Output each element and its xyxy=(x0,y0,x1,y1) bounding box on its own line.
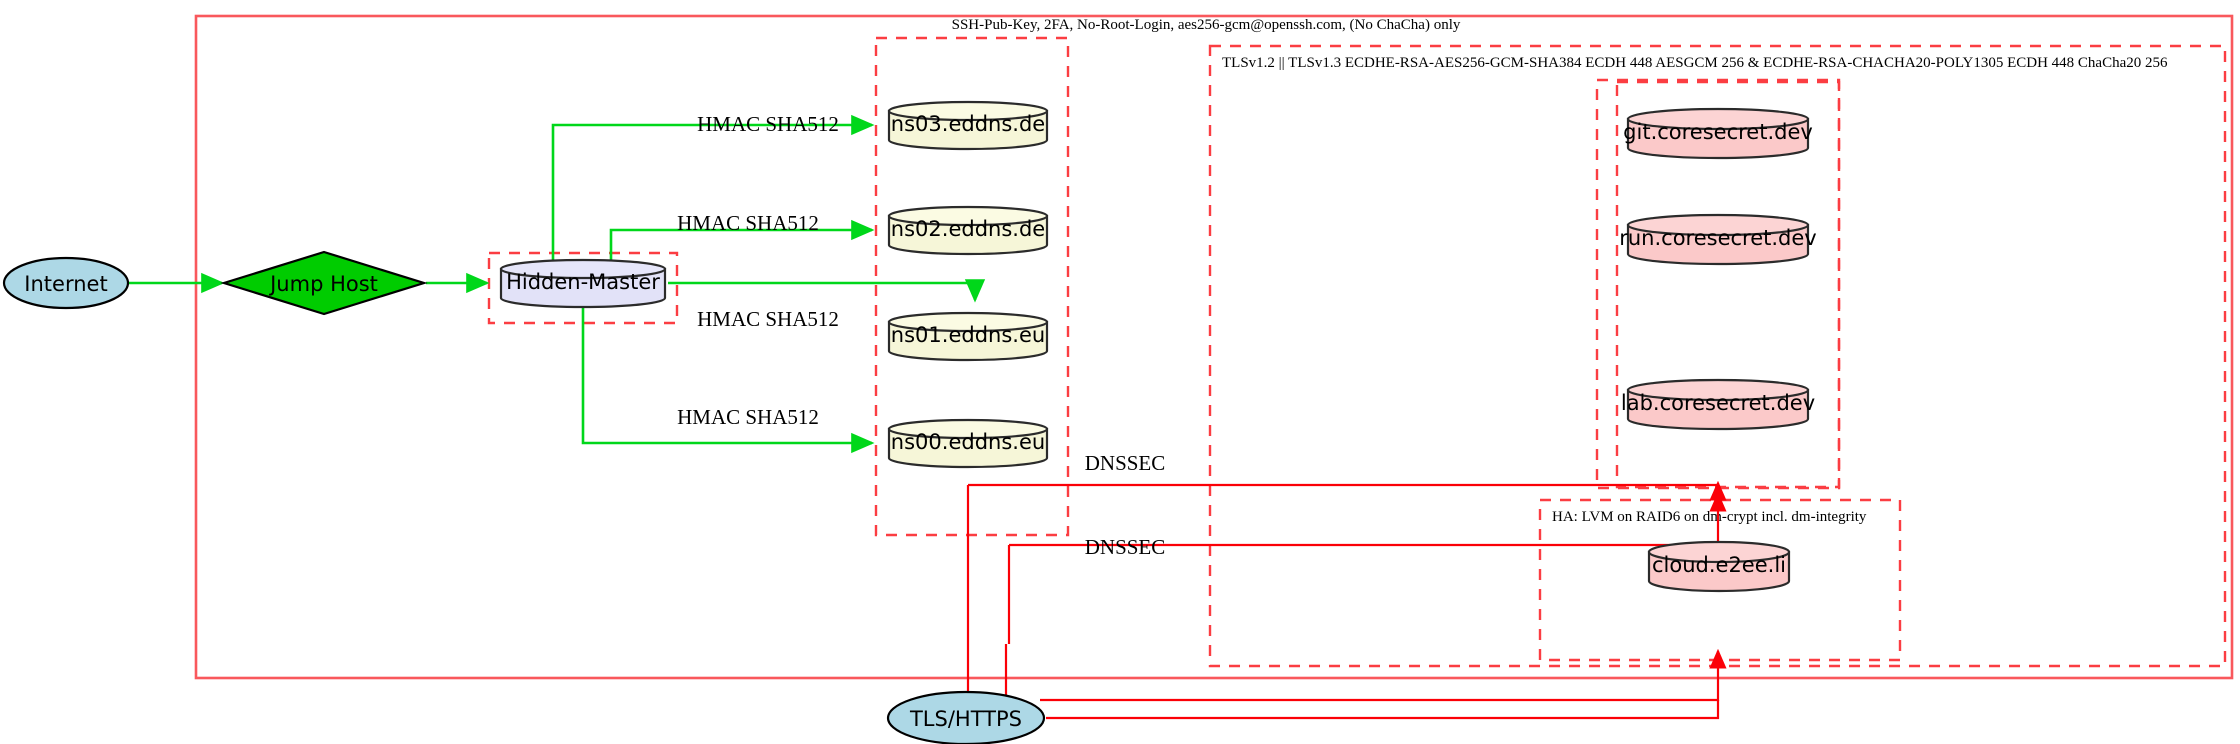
lab-top xyxy=(1626,378,1810,402)
node-ns03[interactable]: ns03.eddns.de xyxy=(887,100,1049,151)
cluster-tls-zone-label: TLSv1.2 || TLSv1.3 ECDHE-RSA-AES256-GCM-… xyxy=(1222,55,2168,71)
node-lab-coresecret[interactable]: lab.coresecret.dev xyxy=(1621,378,1815,431)
node-ns02[interactable]: ns02.eddns.de xyxy=(887,205,1049,256)
hidden-master-label: Hidden-Master xyxy=(506,270,660,294)
run-top xyxy=(1626,213,1810,237)
node-jump-host[interactable]: Jump Host xyxy=(220,250,428,316)
ns01-body xyxy=(887,320,1049,362)
edge-label-hmac-ns00: HMAC SHA512 xyxy=(677,405,819,429)
hidden-master-body xyxy=(499,267,667,309)
edge-master-to-ns02 xyxy=(609,219,875,262)
node-cloud-e2ee[interactable]: cloud.e2ee.li xyxy=(1647,540,1791,593)
node-tls-https[interactable]: TLS/HTTPS xyxy=(886,690,1046,744)
edge-tls-right xyxy=(1046,700,1720,720)
tls-https-shape xyxy=(886,690,1046,744)
jump-host-label: Jump Host xyxy=(268,272,378,296)
internet-shape xyxy=(2,256,130,310)
cluster-app-zone-inner xyxy=(1615,80,1841,489)
ns01-top xyxy=(887,311,1049,333)
cluster-ssh-zone xyxy=(194,14,2234,680)
node-run-coresecret[interactable]: run.coresecret.dev xyxy=(1619,213,1817,266)
tls-https-label: TLS/HTTPS xyxy=(909,707,1022,731)
node-ns00[interactable]: ns00.eddns.eu xyxy=(887,418,1049,469)
ns03-body xyxy=(887,109,1049,151)
cloud-top xyxy=(1647,540,1791,564)
edge-tls-to-app xyxy=(1040,648,1727,702)
edge-label-dnssec-bottom: DNSSEC xyxy=(1085,535,1166,559)
node-ns01[interactable]: ns01.eddns.eu xyxy=(887,311,1049,362)
git-top xyxy=(1626,107,1810,131)
ns02-top xyxy=(887,205,1049,227)
cluster-ssh-zone-label: SSH-Pub-Key, 2FA, No-Root-Login, aes256-… xyxy=(952,17,1461,33)
node-internet[interactable]: Internet xyxy=(2,256,130,310)
run-label: run.coresecret.dev xyxy=(1619,226,1817,250)
cluster-dns-zone xyxy=(874,36,1070,537)
edge-label-hmac-ns01: HMAC SHA512 xyxy=(697,307,839,331)
edge-label-hmac-ns02: HMAC SHA512 xyxy=(677,211,819,235)
edge-label-dnssec-top: DNSSEC xyxy=(1085,451,1166,475)
edge-master-to-ns00 xyxy=(581,306,875,454)
ns03-label: ns03.eddns.de xyxy=(891,112,1045,136)
ns00-top xyxy=(887,418,1049,440)
edge-label-hmac-ns03: HMAC SHA512 xyxy=(697,112,839,136)
ns02-body xyxy=(887,214,1049,256)
ns00-body xyxy=(887,427,1049,469)
hidden-master-top xyxy=(499,258,667,280)
ns00-label: ns00.eddns.eu xyxy=(891,430,1045,454)
ns01-label: ns01.eddns.eu xyxy=(891,323,1045,347)
cloud-label: cloud.e2ee.li xyxy=(1652,553,1786,577)
ns03-top xyxy=(887,100,1049,122)
git-label: git.coresecret.dev xyxy=(1623,120,1813,144)
internet-label: Internet xyxy=(24,272,107,296)
node-hidden-master[interactable]: Hidden-Master xyxy=(499,258,667,309)
edge-master-to-ns01 xyxy=(668,279,986,303)
jump-host-shape xyxy=(220,250,428,316)
node-git-coresecret[interactable]: git.coresecret.dev xyxy=(1623,107,1813,160)
cluster-ha-zone-label: HA: LVM on RAID6 on dm-crypt incl. dm-in… xyxy=(1552,509,1867,525)
lab-label: lab.coresecret.dev xyxy=(1621,391,1815,415)
edge-master-to-ns03 xyxy=(551,114,875,262)
edge-dnssec-top xyxy=(968,480,1727,501)
ns02-label: ns02.eddns.de xyxy=(891,217,1045,241)
